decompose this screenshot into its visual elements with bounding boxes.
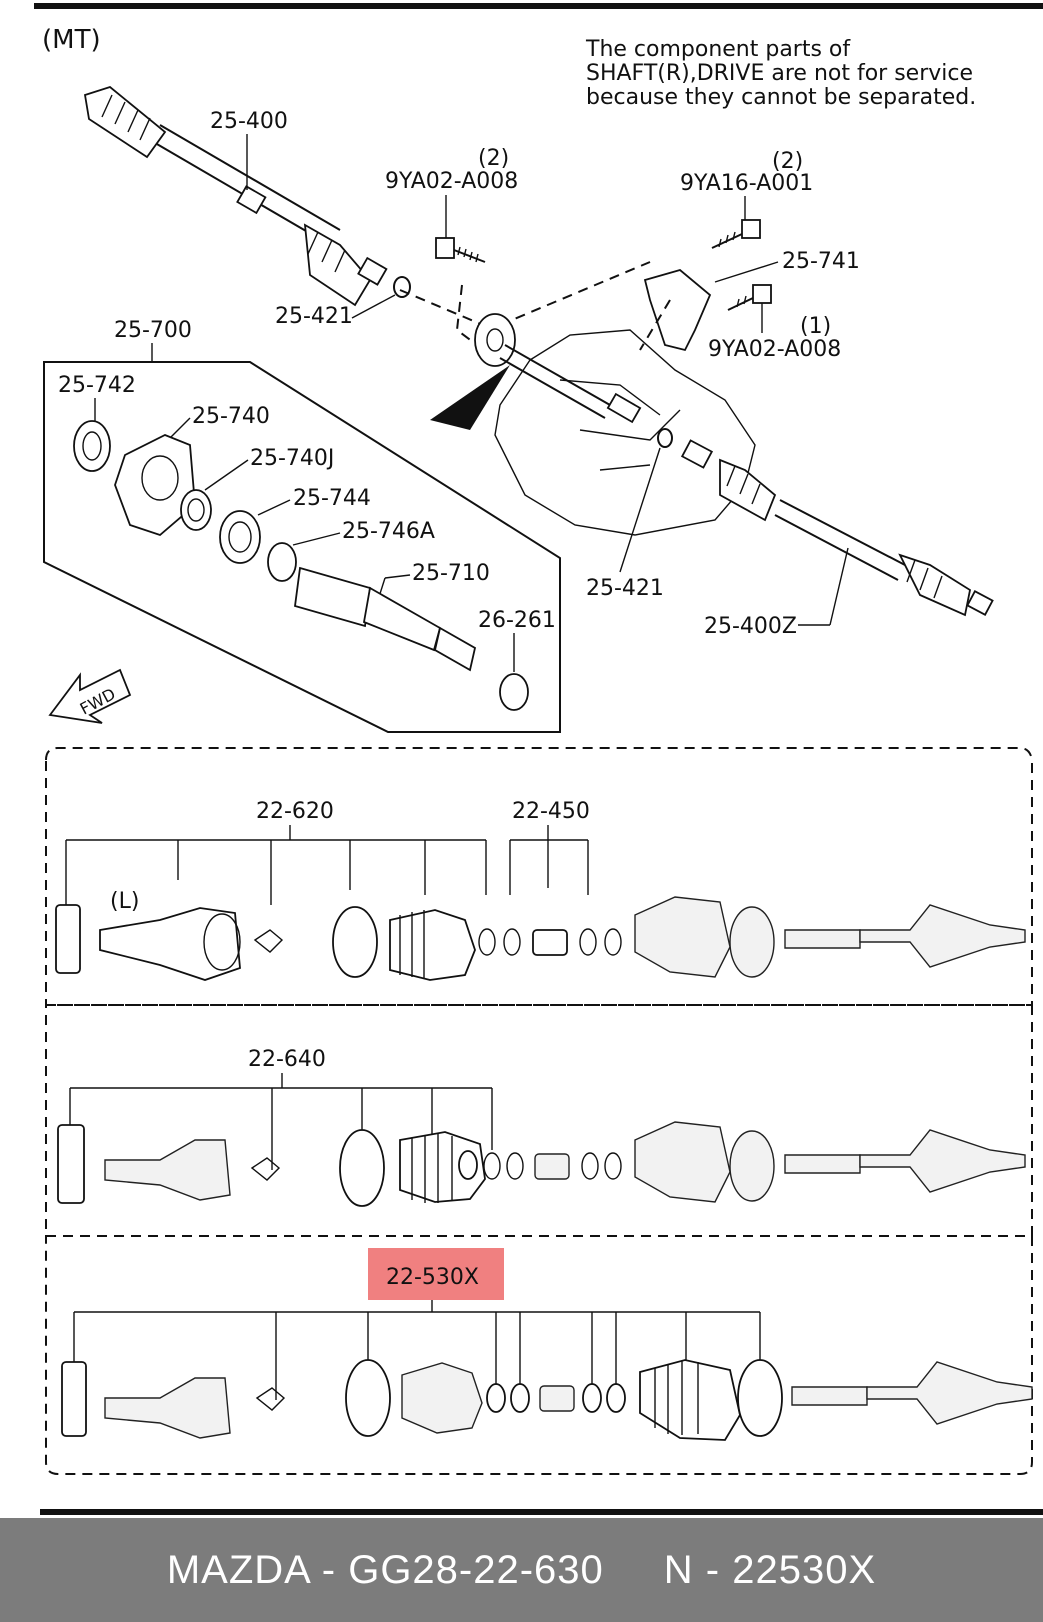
drive-shaft-left: [83, 85, 388, 307]
circlip-icon: [393, 276, 411, 298]
oil-seal-icon: [499, 673, 529, 711]
kit-row-1-parts: [55, 896, 1026, 981]
detail-panel-25-700: [43, 361, 561, 733]
label-25-421-bottom: 25-421: [586, 576, 664, 601]
label-25-400z: 25-400Z: [704, 614, 797, 639]
label-26-261: 26-261: [478, 608, 556, 633]
label-9ya02-a008-top: 9YA02-A008: [385, 169, 518, 194]
label-25-746a: 25-746A: [342, 519, 435, 544]
drive-shaft-right: [657, 428, 994, 617]
ring-icon: [180, 489, 212, 531]
qty-top-left: (2): [478, 146, 509, 171]
transmission-outline: [494, 329, 756, 536]
bolt-icon: [727, 284, 772, 311]
qty-right: (1): [800, 314, 831, 339]
label-25-740: 25-740: [192, 404, 270, 429]
kit-label-22-640: 22-640: [248, 1047, 326, 1072]
bearing-housing: [114, 434, 196, 537]
kit-frame-1: [45, 747, 1033, 1006]
note-line-2: SHAFT(R),DRIVE are not for service: [586, 61, 973, 86]
bolt-icon: [435, 237, 486, 263]
bearing-icon: [219, 510, 261, 564]
kit-frame-3: [45, 1235, 1033, 1475]
fwd-arrow-icon: FWD: [48, 668, 132, 724]
footer-bar: MAZDA - GG28-22-630 N - 22530X: [0, 1518, 1043, 1622]
parts-diagram: (MT) The component parts of SHAFT(R),DRI…: [34, 3, 1043, 1515]
kit-label-22-530x: 22-530X: [386, 1265, 479, 1290]
seal-ring-icon: [267, 542, 297, 582]
footer-cross-ref: N - 22530X: [663, 1547, 877, 1592]
intermediate-shaft: [294, 566, 477, 672]
kit-label-22-450: 22-450: [512, 799, 590, 824]
side-label-l: (L): [110, 889, 139, 914]
qty-top-right: (2): [772, 149, 803, 174]
label-25-421-top: 25-421: [275, 304, 353, 329]
label-9ya16-a001: 9YA16-A001: [680, 171, 813, 196]
bolt-icon: [711, 219, 761, 249]
label-9ya02-a008-right: 9YA02-A008: [708, 337, 841, 362]
kit-frame-2: [45, 1004, 1033, 1237]
label-25-400: 25-400: [210, 109, 288, 134]
kit-label-22-620: 22-620: [256, 799, 334, 824]
bearing-bracket: [643, 269, 712, 352]
label-25-710: 25-710: [412, 561, 490, 586]
label-25-744: 25-744: [293, 486, 371, 511]
wedge-arrow: [430, 365, 510, 430]
kit-row-2-parts: [57, 1121, 1026, 1207]
footer-brand-part: MAZDA - GG28-22-630: [166, 1547, 604, 1592]
label-25-700: 25-700: [114, 318, 192, 343]
kit-highlight: [368, 1248, 504, 1300]
variant-label: (MT): [42, 25, 101, 55]
note-line-1: The component parts of: [585, 37, 851, 62]
note-line-3: because they cannot be separated.: [586, 85, 976, 110]
kit-row-3-parts: [61, 1359, 1033, 1441]
label-25-740j: 25-740J: [250, 446, 334, 471]
seal-icon: [73, 420, 111, 472]
center-bearing: [474, 313, 516, 367]
label-25-742: 25-742: [58, 373, 136, 398]
label-25-741: 25-741: [782, 249, 860, 274]
